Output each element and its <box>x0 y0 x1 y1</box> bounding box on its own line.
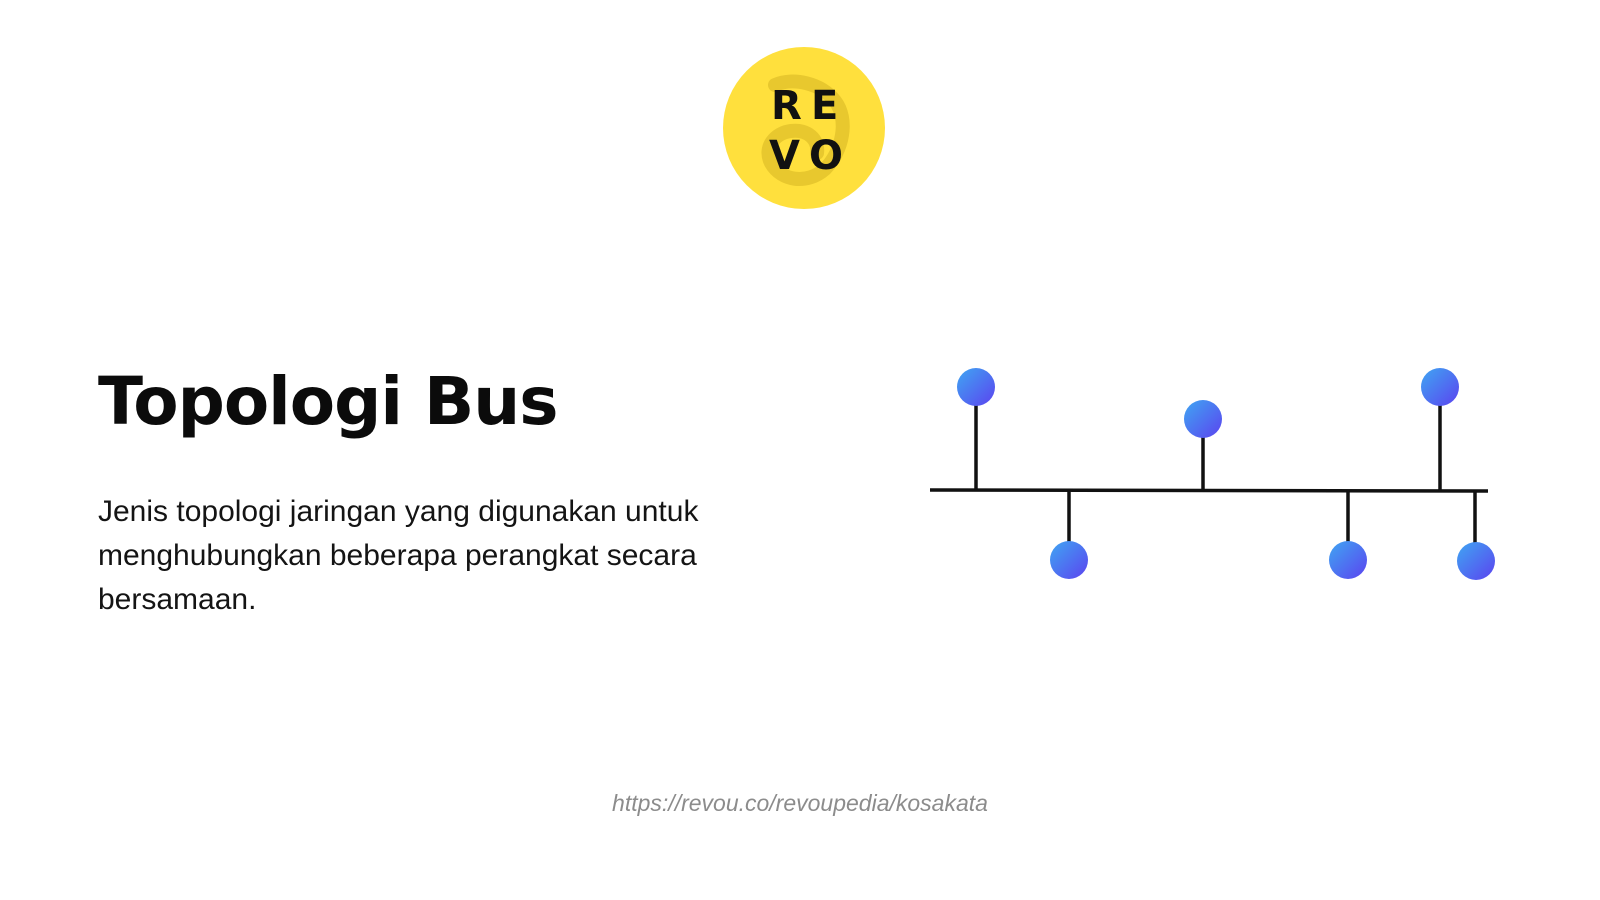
device-node-2 <box>1050 541 1088 579</box>
device-node-1 <box>957 368 995 406</box>
revou-logo-mark: R E V O <box>723 47 885 209</box>
slide-title: Topologi Bus <box>98 363 559 440</box>
device-node-3 <box>1184 400 1222 438</box>
logo-letter-r: R <box>771 83 802 129</box>
device-node-6 <box>1457 542 1495 580</box>
slide-description: Jenis topologi jaringan yang digunakan u… <box>98 495 699 616</box>
bus-backbone-line <box>929 488 1489 493</box>
logo-letter-e: E <box>811 83 838 129</box>
logo-letter-o: O <box>809 133 843 179</box>
bus-topology-diagram <box>920 350 1520 590</box>
logo-letter-v: V <box>769 133 800 179</box>
revou-logo: R E V O <box>723 47 885 209</box>
bus-topology-svg <box>929 368 1495 580</box>
device-node-5 <box>1421 368 1459 406</box>
logo-swirl <box>761 74 850 186</box>
source-url[interactable]: https://revou.co/revoupedia/kosakata <box>612 790 988 816</box>
device-node-4 <box>1329 541 1367 579</box>
